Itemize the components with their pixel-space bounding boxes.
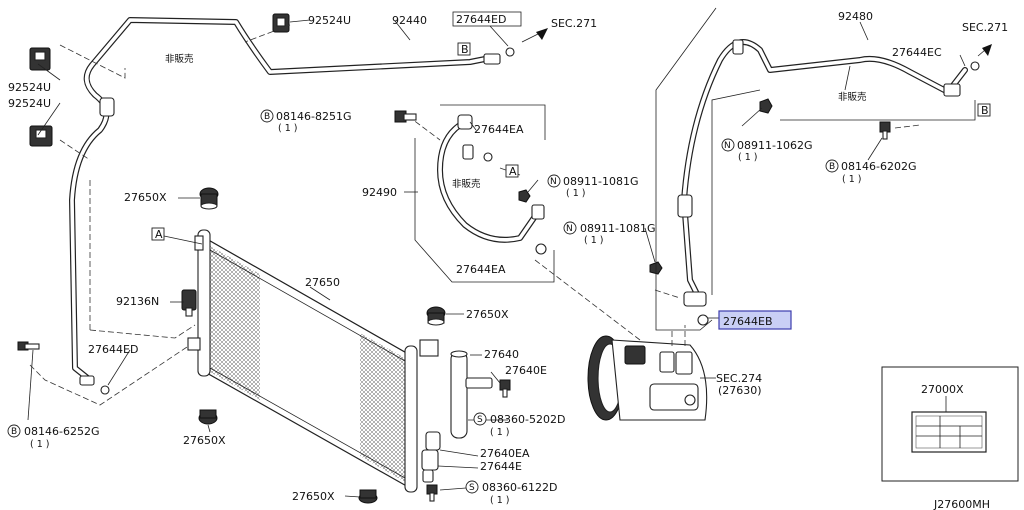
mount-27650X-bottom-left (198, 409, 218, 425)
label-27640: 27640 (484, 348, 519, 361)
svg-text:N: N (724, 141, 731, 151)
svg-text:( 1 ): ( 1 ) (490, 427, 510, 438)
label-nut-1062G: 08911-1062G (737, 139, 812, 152)
label-92490: 92490 (362, 186, 397, 199)
right-leaders (697, 21, 966, 326)
label-27650X-bottom-right: 27650X (292, 490, 335, 503)
bolt-08146-8251G (394, 110, 417, 123)
label-27644EC: 27644EC (892, 46, 942, 59)
label-92524U-left-a: 92524U (8, 81, 51, 94)
cap-27640EA (421, 431, 441, 483)
label-27640EA: 27640EA (480, 447, 530, 460)
label-not-sold-left: 非販売 (165, 53, 194, 65)
svg-text:B: B (829, 162, 835, 172)
left-pipe-guides (29, 24, 291, 406)
box-marker-B-left: B (457, 42, 471, 56)
label-not-sold-right: 非販売 (838, 91, 867, 103)
label-screw-6122D: 08360-6122D (482, 481, 557, 494)
label-92524U-left-b: 92524U (8, 97, 51, 110)
label-92480: 92480 (838, 10, 873, 23)
svg-text:B: B (264, 112, 270, 122)
labels-right: 92480 SEC.271 27644EC 非販売 N 08911-1062G … (716, 10, 1008, 510)
right-pipe-bracket (654, 7, 976, 331)
screw-08360-5202D (499, 379, 511, 398)
label-27644ED-left: 27644ED (88, 343, 138, 356)
label-92440: 92440 (392, 14, 427, 27)
sec271-left-arrow (521, 28, 548, 43)
label-screw-5202D: 08360-5202D (490, 413, 565, 426)
label-sec274-ref: (27630) (718, 384, 762, 397)
svg-text:N: N (550, 177, 557, 187)
label-sec271-left: SEC.271 (551, 17, 597, 30)
screw-08360-6122D (426, 484, 438, 502)
label-not-sold-center: 非販売 (452, 178, 481, 190)
label-27650X-bottom-left: 27650X (183, 434, 226, 447)
label-sec274: SEC.274 (716, 372, 762, 385)
pipe-92480 (677, 39, 980, 307)
sec271-right-arrow (977, 44, 992, 57)
footer-code: J27600MH (933, 498, 990, 510)
highlight-27644EB[interactable]: 27644EB (718, 310, 792, 330)
mount-27650X-top (199, 187, 219, 210)
svg-text:N: N (566, 224, 573, 234)
label-92136N: 92136N (116, 295, 159, 308)
nut-08911-1062G (759, 98, 773, 114)
label-27650X-top: 27650X (124, 191, 167, 204)
svg-text:( 1 ): ( 1 ) (30, 439, 50, 450)
label-bolt-8251G: 08146-8251G (276, 110, 351, 123)
receiver-drier-27640 (450, 350, 493, 439)
label-bolt-6202G: 08146-6202G (841, 160, 916, 173)
label-27650X-mid: 27650X (466, 308, 509, 321)
svg-text:( 1 ): ( 1 ) (738, 152, 758, 163)
bolt-08146-6202G (879, 121, 891, 140)
box-27000X: 27000X (881, 366, 1019, 482)
svg-text:( 1 ): ( 1 ) (842, 174, 862, 185)
bolt-08146-6252G (17, 341, 40, 351)
label-bolt-6252G: 08146-6252G (24, 425, 99, 438)
labels-left: 92524U 92440 27644ED SEC.271 非販売 92524U … (7, 11, 597, 503)
mount-27650X-bottom-right (358, 489, 378, 504)
svg-text:S: S (469, 483, 475, 493)
pipe-92440 (69, 17, 515, 395)
svg-text:S: S (477, 415, 483, 425)
label-27000X: 27000X (921, 383, 964, 396)
label-27644EA-top: 27644EA (474, 123, 524, 136)
label-27644E: 27644E (480, 460, 522, 473)
svg-text:B: B (11, 427, 17, 437)
nut-08911-1081G-a (518, 189, 531, 203)
labels-center: 27644EA 非販売 92490 N 08911-1081G ( 1 ) N … (362, 123, 655, 506)
label-27650: 27650 (305, 276, 340, 289)
label-27644EA-low: 27644EA (456, 263, 506, 276)
clip-92524U-top (272, 13, 290, 33)
center-leaders (404, 121, 656, 341)
pipe-92490 (437, 114, 547, 255)
svg-text:A: A (509, 165, 517, 178)
label-27644EB[interactable]: 27644EB (723, 315, 773, 328)
sensor-92136N (181, 289, 197, 317)
label-nut-1081G-b: 08911-1081G (580, 222, 655, 235)
label-nut-1081G-a: 08911-1081G (563, 175, 638, 188)
svg-text:B: B (981, 104, 989, 117)
svg-text:( 1 ): ( 1 ) (584, 235, 604, 246)
clip-92524U-left-a (29, 47, 51, 71)
svg-text:( 1 ): ( 1 ) (490, 495, 510, 506)
left-leaders (27, 19, 509, 421)
clip-92524U-left-b (29, 125, 53, 147)
label-92524U-top: 92524U (308, 14, 351, 27)
box-marker-A-left: A (151, 227, 165, 241)
box-marker-A-center: A (505, 164, 519, 178)
box-marker-B-right: B (977, 103, 991, 117)
svg-text:A: A (155, 228, 163, 241)
label-27644ED-top: 27644ED (456, 13, 506, 26)
mount-27650X-mid (426, 306, 446, 326)
svg-text:( 1 ): ( 1 ) (278, 123, 298, 134)
svg-text:( 1 ): ( 1 ) (566, 188, 586, 199)
svg-text:B: B (461, 43, 469, 56)
condenser-27650 (187, 229, 439, 493)
compressor-sec274 (587, 325, 716, 421)
label-sec271-right: SEC.271 (962, 21, 1008, 34)
label-27640E: 27640E (505, 364, 547, 377)
condenser-leaders (163, 197, 508, 498)
